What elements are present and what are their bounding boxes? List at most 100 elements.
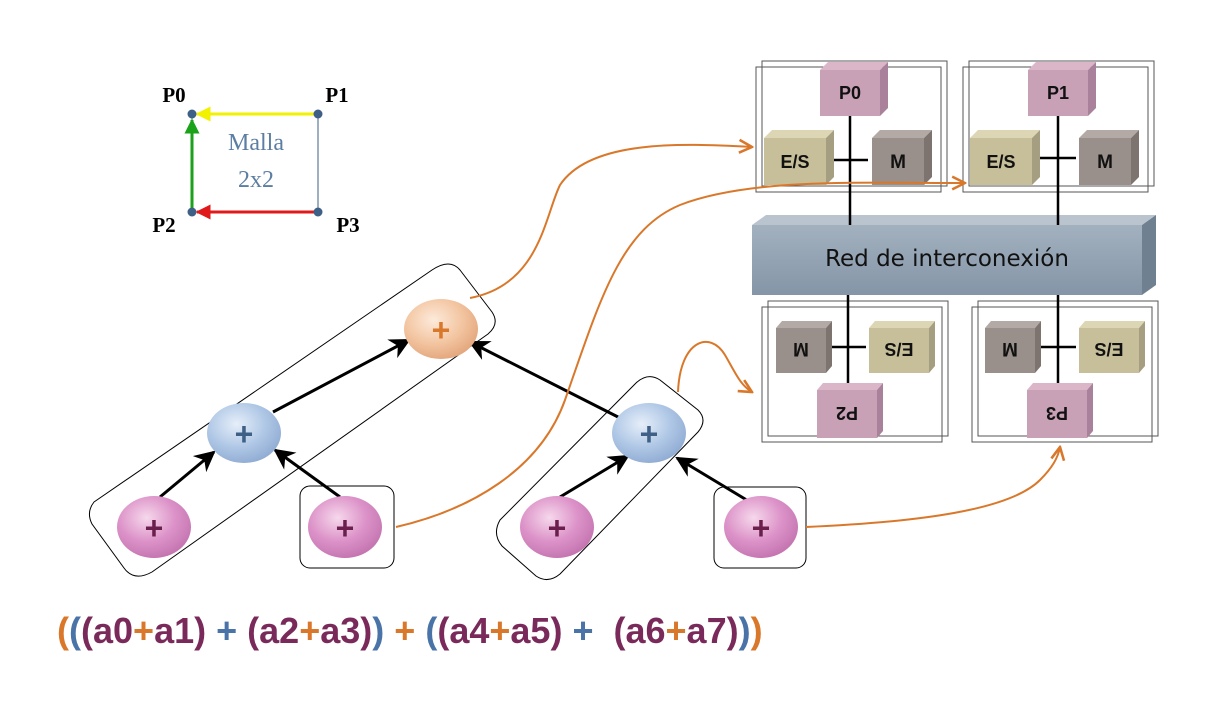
expression-token: + bbox=[489, 610, 510, 651]
expression-token: ) bbox=[727, 610, 739, 651]
group-p3 bbox=[713, 486, 807, 569]
plus-icon: + bbox=[336, 510, 355, 546]
mesh-node-p3 bbox=[313, 207, 323, 217]
tree-left-node: + bbox=[207, 403, 281, 463]
tree-nodes: + + + + + + + bbox=[117, 299, 798, 558]
network-label: Red de interconexión bbox=[825, 246, 1069, 272]
cpu-block-p1 bbox=[1028, 70, 1088, 116]
plus-icon: + bbox=[640, 416, 659, 452]
expression-token: ( bbox=[425, 610, 437, 651]
mem-label-p0: M bbox=[890, 152, 906, 173]
node-p1: P1 E/S M bbox=[962, 60, 1155, 225]
expression-token: ) bbox=[751, 610, 763, 651]
node-p3: M E/S P3 bbox=[971, 295, 1159, 443]
arrow-right-to-root bbox=[468, 340, 621, 420]
expression-token: ( bbox=[437, 610, 449, 651]
expression-token: ) bbox=[360, 610, 372, 651]
mesh-title-line2: 2x2 bbox=[238, 167, 274, 193]
node-p0: P0 E/S M bbox=[755, 60, 948, 225]
mesh-title-line1: Malla bbox=[228, 130, 284, 156]
expression-token: + bbox=[133, 610, 154, 651]
io-label-p1: E/S bbox=[986, 152, 1015, 172]
tree-right-node: + bbox=[612, 403, 686, 463]
network-side-face bbox=[1142, 215, 1156, 295]
cpu-label-p0: P0 bbox=[839, 83, 861, 103]
arrow-leaf1-to-left bbox=[159, 450, 216, 499]
mem-label-p1: M bbox=[1097, 152, 1113, 173]
interconnection-network: Red de interconexión bbox=[752, 215, 1156, 295]
plus-icon: + bbox=[752, 510, 771, 546]
plus-icon: + bbox=[235, 416, 254, 452]
mesh-frame bbox=[191, 113, 319, 213]
group-p0 bbox=[88, 263, 496, 577]
plus-icon: + bbox=[145, 510, 164, 546]
expression-token: + bbox=[206, 610, 247, 651]
expression-token: ( bbox=[247, 610, 259, 651]
mem-block-p2 bbox=[776, 328, 826, 373]
mem-block-p1 bbox=[1079, 138, 1131, 185]
expression-token: a6 bbox=[625, 610, 665, 651]
expression-token: ( bbox=[57, 610, 69, 651]
mesh-node-p0 bbox=[187, 109, 197, 119]
cpu-label-p3: P3 bbox=[1046, 403, 1068, 423]
link-group-p1 bbox=[677, 340, 752, 392]
arrow-leaf3-to-right bbox=[559, 454, 630, 499]
io-block-p2 bbox=[869, 328, 929, 373]
link-group-p2 bbox=[395, 183, 965, 528]
task-groups bbox=[88, 263, 807, 580]
expression-token: a0 bbox=[93, 610, 133, 651]
expression-token: a2 bbox=[259, 610, 299, 651]
tree-leaf-4: + bbox=[724, 496, 798, 558]
expression-token: ( bbox=[69, 610, 81, 651]
node-p2: M E/S P2 bbox=[761, 295, 949, 443]
mesh-label-p2: P2 bbox=[152, 213, 175, 237]
mesh-node-p2 bbox=[187, 207, 197, 217]
expression-token: + bbox=[666, 610, 687, 651]
expression-token: ) bbox=[372, 610, 384, 651]
network-top-face bbox=[752, 215, 1156, 225]
link-group-p3 bbox=[805, 447, 1060, 528]
expression-token: a7 bbox=[687, 610, 727, 651]
cpu-block-p0 bbox=[820, 70, 880, 116]
cpu-block-p2 bbox=[817, 390, 877, 438]
mesh-2x2: P0 P1 P2 P3 Malla 2x2 bbox=[152, 83, 359, 237]
expression-token: a1 bbox=[154, 610, 194, 651]
tree-leaf-2: + bbox=[308, 496, 382, 558]
expression-token: ) bbox=[739, 610, 751, 651]
io-label-p0: E/S bbox=[780, 152, 809, 172]
io-label-p2: E/S bbox=[884, 339, 913, 359]
expression-token: + bbox=[562, 610, 613, 651]
mem-label-p2: M bbox=[793, 338, 809, 359]
plus-icon: + bbox=[432, 312, 451, 348]
mem-block-p3 bbox=[985, 328, 1035, 373]
network-bar bbox=[752, 225, 1142, 295]
group-p1 bbox=[496, 376, 704, 580]
expression-token: + bbox=[299, 610, 320, 651]
arrow-leaf2-to-left bbox=[273, 448, 341, 499]
mesh-label-p1: P1 bbox=[325, 83, 348, 107]
plus-icon: + bbox=[548, 510, 567, 546]
io-block-p0 bbox=[764, 138, 826, 185]
mesh-node-p1 bbox=[313, 109, 323, 119]
mem-label-p3: M bbox=[1002, 338, 1018, 359]
expression-token: ) bbox=[550, 610, 562, 651]
tree-leaf-3: + bbox=[520, 496, 594, 558]
arrow-leaf4-to-right bbox=[675, 456, 751, 504]
io-block-p1 bbox=[970, 138, 1032, 185]
expression: (((a0+a1) + (a2+a3)) + ((a4+a5) + (a6+a7… bbox=[57, 610, 763, 651]
expression-token: ) bbox=[194, 610, 206, 651]
expression-token: + bbox=[384, 610, 425, 651]
tree-leaf-1: + bbox=[117, 496, 191, 558]
expression-token: ( bbox=[81, 610, 93, 651]
cpu-block-p3 bbox=[1027, 390, 1087, 438]
cpu-label-p2: P2 bbox=[836, 403, 858, 423]
link-group-p0 bbox=[469, 145, 752, 299]
expression-token: ( bbox=[613, 610, 625, 651]
expression-token: a3 bbox=[320, 610, 360, 651]
io-block-p3 bbox=[1079, 328, 1139, 373]
arrow-left-to-root bbox=[272, 338, 411, 414]
mesh-label-p3: P3 bbox=[336, 213, 359, 237]
mem-block-p0 bbox=[872, 138, 924, 185]
mapping-links bbox=[395, 145, 1060, 528]
